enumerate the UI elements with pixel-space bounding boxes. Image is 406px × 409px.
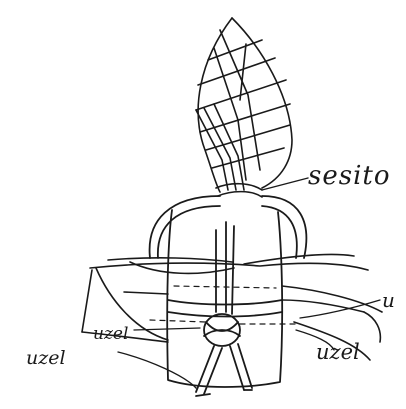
label-uzel-right: uzel (316, 342, 360, 363)
label-uzel-inner: uzel (93, 326, 128, 343)
central-body (167, 210, 282, 387)
feather-bundle (196, 18, 292, 192)
label-u: u (382, 290, 395, 310)
cord-loop (150, 196, 307, 258)
label-uzel-outer: uzel (26, 349, 66, 368)
knot (196, 222, 252, 396)
label-sesito: sesito (308, 163, 391, 189)
